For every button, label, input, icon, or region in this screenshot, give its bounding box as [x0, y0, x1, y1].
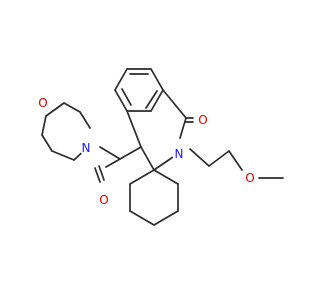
bond: [51, 150, 75, 161]
lactam-oxygen-label: O: [198, 113, 207, 127]
bond: [153, 210, 179, 226]
atom-labels: O N O O N O: [36, 96, 257, 207]
bond-inner: [121, 88, 132, 106]
bond: [129, 169, 155, 185]
ether-oxygen-label: O: [245, 171, 254, 185]
structure-svg: O N O O N O: [36, 68, 284, 226]
lactam-ring: [126, 89, 187, 171]
bond: [179, 117, 187, 139]
cyclohexane-ring: [129, 169, 179, 226]
bond: [208, 150, 230, 167]
bond: [41, 115, 47, 136]
amide-linker: [94, 146, 142, 183]
bond: [114, 89, 128, 112]
methoxyethyl-chain: [189, 148, 284, 179]
bond: [45, 102, 65, 117]
bond: [114, 68, 128, 91]
bond: [98, 165, 105, 181]
bond: [140, 146, 155, 171]
bond: [162, 89, 187, 119]
bond: [153, 154, 177, 171]
molecule-diagram: O N O O N O: [36, 68, 284, 226]
morpholine-nitrogen-label: N: [82, 141, 91, 155]
bond: [150, 89, 164, 112]
bond: [153, 169, 179, 185]
bond: [63, 102, 81, 113]
lactam-nitrogen-label: N: [175, 147, 184, 161]
bond: [150, 68, 164, 91]
bond: [79, 111, 91, 129]
bond: [129, 210, 155, 226]
bond: [105, 158, 121, 168]
bond-inner: [145, 90, 158, 109]
bond: [94, 167, 101, 183]
lactam-carbonyl: [185, 117, 194, 123]
morpholine-oxygen-label: O: [38, 96, 47, 110]
bond: [189, 148, 210, 167]
amide-oxygen-label: O: [99, 193, 108, 207]
benzene-ring: [114, 68, 164, 112]
bond: [119, 146, 142, 160]
bond: [41, 134, 53, 152]
bond: [99, 146, 121, 160]
bond: [126, 110, 142, 148]
bond: [228, 150, 243, 171]
